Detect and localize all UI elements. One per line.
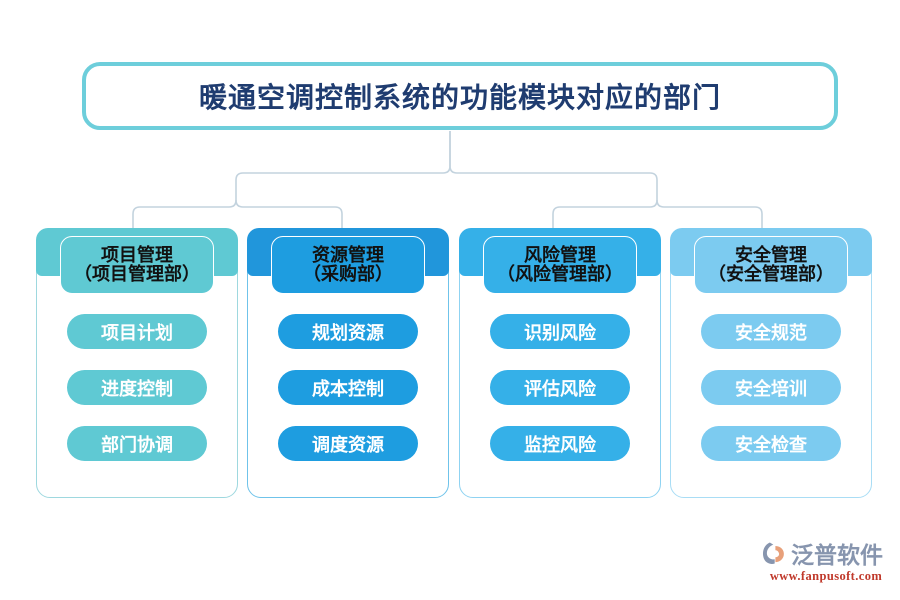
header-line-1: 资源管理 <box>312 244 384 265</box>
item-list: 规划资源 成本控制 调度资源 <box>247 314 449 461</box>
header-line-2: （项目管理部） <box>74 264 200 284</box>
list-item[interactable]: 项目计划 <box>67 314 207 349</box>
item-label: 评估风险 <box>524 378 596 399</box>
list-item[interactable]: 识别风险 <box>490 314 630 349</box>
diagram-title-box: 暖通空调控制系统的功能模块对应的部门 <box>82 62 838 130</box>
item-label: 安全培训 <box>735 378 807 399</box>
item-list: 项目计划 进度控制 部门协调 <box>36 314 238 461</box>
item-label: 安全检查 <box>735 434 807 455</box>
logo-website-url: www.fanpusoft.com <box>769 569 883 583</box>
item-label: 进度控制 <box>101 378 173 399</box>
list-item[interactable]: 安全培训 <box>701 370 841 405</box>
list-item[interactable]: 进度控制 <box>67 370 207 405</box>
column-header-safety-management[interactable]: 安全管理 （安全管理部） <box>694 236 848 294</box>
logo-row: 泛普软件 <box>760 538 892 568</box>
column-safety-management: 安全管理 （安全管理部） 安全规范 安全培训 安全检查 <box>670 228 872 498</box>
item-label: 规划资源 <box>312 322 384 343</box>
connector-to-col3 <box>552 199 658 228</box>
header-line-2: （风险管理部） <box>497 264 623 284</box>
item-label: 识别风险 <box>524 322 596 343</box>
list-item[interactable]: 部门协调 <box>67 426 207 461</box>
connector-left-branch <box>132 131 451 228</box>
column-header-resource-management[interactable]: 资源管理 （采购部） <box>271 236 425 294</box>
item-label: 项目计划 <box>101 322 173 343</box>
header-line-2: （采购部） <box>303 264 393 284</box>
header-line-1: 项目管理 <box>101 244 173 265</box>
column-header-project-management[interactable]: 项目管理 （项目管理部） <box>60 236 214 294</box>
column-risk-management: 风险管理 （风险管理部） 识别风险 评估风险 监控风险 <box>459 228 661 498</box>
header-line-1: 安全管理 <box>735 244 807 265</box>
page-title: 暖通空调控制系统的功能模块对应的部门 <box>198 83 721 114</box>
column-project-management: 项目管理 （项目管理部） 项目计划 进度控制 部门协调 <box>36 228 238 498</box>
list-item[interactable]: 安全检查 <box>701 426 841 461</box>
column-header-risk-management[interactable]: 风险管理 （风险管理部） <box>483 236 637 294</box>
list-item[interactable]: 调度资源 <box>278 426 418 461</box>
item-label: 安全规范 <box>735 322 807 343</box>
list-item[interactable]: 规划资源 <box>278 314 418 349</box>
item-list: 识别风险 评估风险 监控风险 <box>459 314 661 461</box>
item-label: 调度资源 <box>312 434 384 455</box>
list-item[interactable]: 安全规范 <box>701 314 841 349</box>
header-line-2: （安全管理部） <box>708 264 834 284</box>
connector-lines <box>132 131 763 228</box>
list-item[interactable]: 评估风险 <box>490 370 630 405</box>
item-label: 部门协调 <box>101 434 173 455</box>
logo-company-name: 泛普软件 <box>791 543 883 568</box>
list-item[interactable]: 监控风险 <box>490 426 630 461</box>
fanpu-logo-icon <box>762 542 784 565</box>
item-list: 安全规范 安全培训 安全检查 <box>670 314 872 461</box>
brand-logo: 泛普软件 www.fanpusoft.com <box>760 538 892 588</box>
connector-right-branch <box>449 131 763 228</box>
item-label: 成本控制 <box>312 378 384 399</box>
connector-to-col2 <box>235 199 343 228</box>
item-label: 监控风险 <box>524 434 596 455</box>
column-resource-management: 资源管理 （采购部） 规划资源 成本控制 调度资源 <box>247 228 449 498</box>
list-item[interactable]: 成本控制 <box>278 370 418 405</box>
header-line-1: 风险管理 <box>524 244 596 265</box>
